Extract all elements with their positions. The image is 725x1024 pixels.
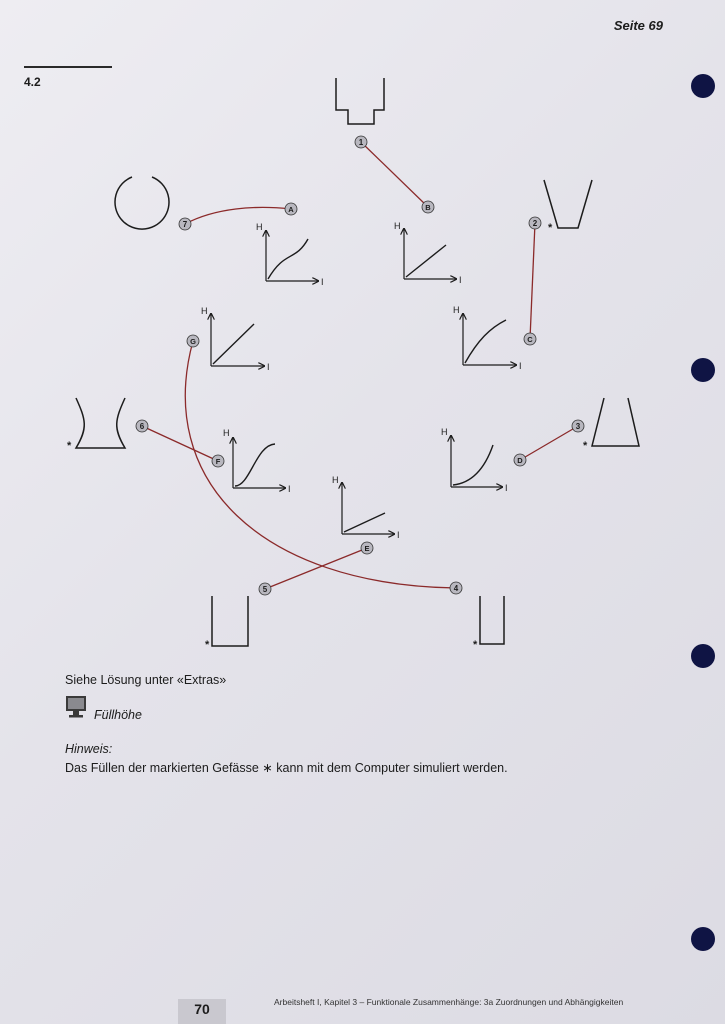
section-rule [24,66,112,68]
footer-page-number: 70 [194,1001,210,1017]
svg-text:1: 1 [359,138,364,147]
axis-label-h: H [441,427,448,437]
punch-hole [691,644,715,668]
svg-text:C: C [527,335,533,344]
monitor-icon [66,696,86,718]
svg-text:4: 4 [454,584,459,593]
svg-text:A: A [288,205,294,214]
axis-label-i: I [459,275,462,285]
vessel-mark: * [548,222,553,234]
vessel-mark: * [583,440,588,452]
marker-number-5: 5 [258,582,272,596]
axis-label-i: I [519,361,522,371]
axis-label-h: H [453,305,460,315]
axis-label-h: H [223,428,230,438]
marker-number-1: 1 [354,135,368,149]
marker-letter-B: B [421,200,435,214]
software-label: Füllhöhe [94,708,142,722]
connection-3-D [519,425,579,461]
vessel-mark: * [205,639,210,651]
marker-letter-C: C [523,332,537,346]
vessel-mark: * [67,440,72,452]
graph-D-curve [452,444,494,486]
graph-B-curve [405,244,447,278]
svg-text:E: E [364,544,369,553]
hint-text: Das Füllen der markierten Gefässe ∗ kann… [65,761,508,775]
punch-hole [691,358,715,382]
footer-page-box [178,999,226,1024]
vessel-6-shape [74,397,127,449]
svg-text:6: 6 [140,422,145,431]
svg-text:5: 5 [263,585,268,594]
marker-letter-E: E [360,541,374,555]
svg-text:D: D [517,456,523,465]
graph-G-curve [212,323,255,365]
marker-letter-G: G [186,334,200,348]
marker-letter-F: F [211,454,225,468]
axis-label-i: I [505,483,508,493]
vessel-2-shape [543,179,593,229]
solution-note: Siehe Lösung unter «Extras» [65,673,227,687]
connection-5-E [264,547,368,590]
graph-C-curve [464,319,507,364]
svg-text:7: 7 [183,220,188,229]
svg-text:G: G [190,337,196,346]
marker-letter-D: D [513,453,527,467]
axis-label-i: I [321,277,324,287]
marker-number-4: 4 [449,581,463,595]
vessel-4-shape [479,596,505,645]
connection-1-B [360,141,429,208]
marker-number-6: 6 [135,419,149,433]
punch-hole [691,74,715,98]
connection-2-C [529,222,536,340]
footer-text: Arbeitsheft I, Kapitel 3 – Funktionale Z… [274,997,624,1007]
page-header-label: Seite 69 [613,18,663,33]
punch-hole [691,927,715,951]
graph-A-curve [267,238,309,280]
svg-text:F: F [216,457,221,466]
axis-label-h: H [256,222,263,232]
vessel-7-shape [114,176,170,230]
vessel-mark: * [473,639,478,651]
axis-label-h: H [332,475,339,485]
vessel-5-shape [211,596,249,647]
svg-text:3: 3 [576,422,581,431]
hint-title: Hinweis: [65,742,113,756]
svg-text:2: 2 [533,219,538,228]
marker-number-2: 2 [528,216,542,230]
vessel-1-shape [335,78,385,125]
graph-F-curve [234,443,276,487]
marker-number-7: 7 [178,217,192,231]
section-number: 4.2 [24,75,41,89]
axis-label-i: I [267,362,270,372]
connection-4-G [184,340,457,589]
axis-label-i: I [288,484,291,494]
marker-letter-A: A [284,202,298,216]
axis-label-h: H [201,306,208,316]
svg-text:B: B [425,203,431,212]
connection-6-F [141,425,219,462]
marker-number-3: 3 [571,419,585,433]
connection-7-A [184,206,292,225]
axis-label-h: H [394,221,401,231]
vessel-3-shape [591,397,640,447]
axis-label-i: I [397,530,400,540]
graph-E-curve [343,512,386,533]
